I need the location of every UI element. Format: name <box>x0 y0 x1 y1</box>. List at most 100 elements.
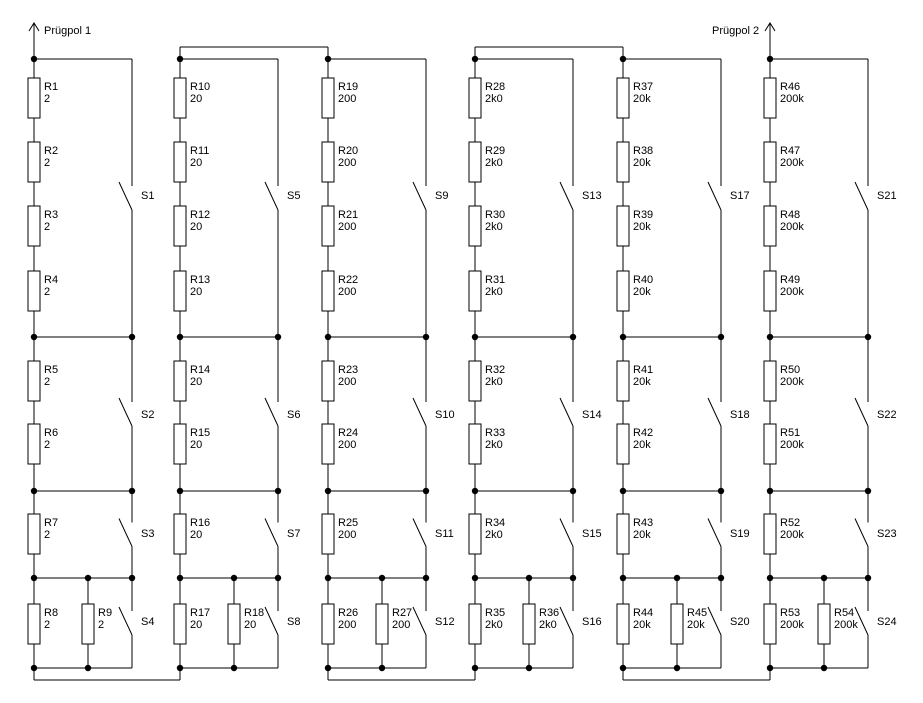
resistor-r15 <box>173 423 187 465</box>
resistor-r30-ref: R30 <box>485 209 505 221</box>
resistor-r44-ref: R44 <box>633 607 653 619</box>
junction-dot <box>820 574 828 582</box>
junction-dot <box>525 574 533 582</box>
resistor-r42 <box>616 423 630 465</box>
resistor-r35-ref: R35 <box>485 607 505 619</box>
resistor-r20 <box>321 141 335 183</box>
resistor-r53-value: 200k <box>780 619 804 631</box>
resistor-r21 <box>321 205 335 247</box>
junction-dot <box>422 574 430 582</box>
resistor-r37-ref: R37 <box>633 81 653 93</box>
resistor-r8-ref: R8 <box>44 607 58 619</box>
junction-dot <box>864 574 872 582</box>
resistor-r36-value: 2k0 <box>539 619 557 631</box>
resistor-r18-ref: R18 <box>244 607 264 619</box>
switch-s21-label: S21 <box>877 190 897 202</box>
resistor-r48-value: 200k <box>780 221 804 233</box>
terminal-arrow-right <box>764 22 776 32</box>
resistor-r41 <box>616 360 630 402</box>
junction-dot <box>324 487 332 495</box>
resistor-r54 <box>817 603 831 645</box>
resistor-r34-ref: R34 <box>485 517 505 529</box>
resistor-r3 <box>27 205 41 247</box>
junction-dot <box>30 574 38 582</box>
resistor-r49-ref: R49 <box>780 274 800 286</box>
switch-s7-lever <box>264 518 279 547</box>
resistor-r18-value: 20 <box>244 619 256 631</box>
junction-dot <box>324 55 332 63</box>
switch-s11-label: S11 <box>435 528 454 540</box>
resistor-r32 <box>468 360 482 402</box>
resistor-r42-ref: R42 <box>633 427 653 439</box>
resistor-r38-ref: R38 <box>633 145 653 157</box>
resistor-r50 <box>763 360 777 402</box>
resistor-r22-value: 200 <box>338 286 356 298</box>
junction-dot <box>128 574 136 582</box>
resistor-r38 <box>616 141 630 183</box>
resistor-r10-value: 20 <box>190 93 202 105</box>
resistor-r27-value: 200 <box>392 619 410 631</box>
resistor-r53-ref: R53 <box>780 607 800 619</box>
resistor-r32-value: 2k0 <box>485 376 503 388</box>
switch-s1-label: S1 <box>141 190 154 202</box>
resistor-r26-ref: R26 <box>338 607 358 619</box>
resistor-r20-value: 200 <box>338 157 356 169</box>
junction-dot <box>471 487 479 495</box>
resistor-r29-value: 2k0 <box>485 157 503 169</box>
junction-dot <box>324 333 332 341</box>
resistor-r31-ref: R31 <box>485 274 505 286</box>
switch-s12-label: S12 <box>435 616 455 628</box>
resistor-r2-value: 2 <box>44 157 50 169</box>
switch-s17-label: S17 <box>730 190 750 202</box>
resistor-r34 <box>468 513 482 555</box>
resistor-r6-ref: R6 <box>44 427 58 439</box>
resistor-r16-ref: R16 <box>190 517 210 529</box>
switch-s14-lever <box>559 397 574 427</box>
junction-dot <box>30 55 38 63</box>
junction-dot <box>422 333 430 341</box>
switch-s19-lever <box>707 518 722 547</box>
terminal-label-left: Prügpol 1 <box>44 25 91 37</box>
switch-s10-label: S10 <box>435 409 455 421</box>
junction-dot <box>84 664 92 672</box>
resistor-r19-ref: R19 <box>338 81 358 93</box>
resistor-r29 <box>468 141 482 183</box>
switch-s9-label: S9 <box>435 190 448 202</box>
resistor-r45 <box>670 603 684 645</box>
junction-dot <box>864 333 872 341</box>
resistor-r50-ref: R50 <box>780 364 800 376</box>
junction-dot <box>619 574 627 582</box>
resistor-r4-value: 2 <box>44 286 50 298</box>
resistor-r14-ref: R14 <box>190 364 210 376</box>
resistor-r52-value: 200k <box>780 529 804 541</box>
resistor-r26-value: 200 <box>338 619 356 631</box>
switch-s3-label: S3 <box>141 528 154 540</box>
resistor-r21-ref: R21 <box>338 209 358 221</box>
switch-s8-lever <box>264 606 279 636</box>
resistor-r28-value: 2k0 <box>485 93 503 105</box>
resistor-r41-ref: R41 <box>633 364 653 376</box>
switch-s23-label: S23 <box>877 528 897 540</box>
junction-dot <box>84 574 92 582</box>
junction-dot <box>128 333 136 341</box>
resistor-r36 <box>522 603 536 645</box>
switch-s8-label: S8 <box>287 616 300 628</box>
resistor-r13-ref: R13 <box>190 274 210 286</box>
resistor-r14-value: 20 <box>190 376 202 388</box>
resistor-r7-ref: R7 <box>44 517 58 529</box>
resistor-r43 <box>616 513 630 555</box>
resistor-r35 <box>468 603 482 645</box>
junction-dot <box>525 664 533 672</box>
switch-s4-label: S4 <box>141 616 154 628</box>
resistor-r39-value: 20k <box>633 221 651 233</box>
junction-dot <box>324 664 332 672</box>
resistor-r29-ref: R29 <box>485 145 505 157</box>
resistor-r38-value: 20k <box>633 157 651 169</box>
resistor-r53 <box>763 603 777 645</box>
resistor-r16-value: 20 <box>190 529 202 541</box>
junction-dots <box>30 55 872 672</box>
resistor-r12-ref: R12 <box>190 209 210 221</box>
resistor-r36-ref: R36 <box>539 607 559 619</box>
resistor-r16 <box>173 513 187 555</box>
resistor-r46 <box>763 77 777 119</box>
